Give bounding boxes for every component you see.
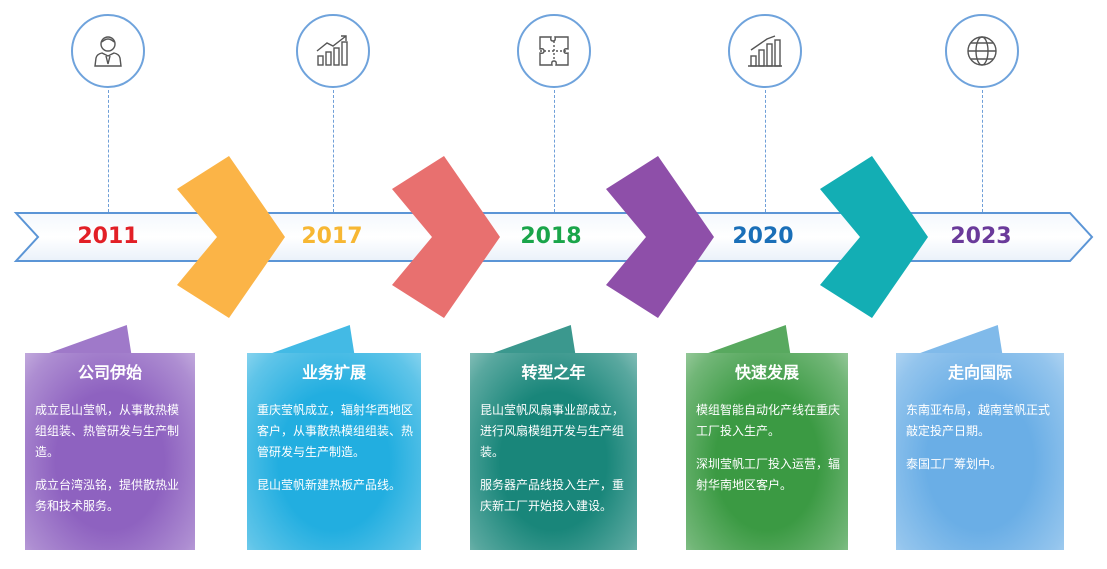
card-paragraph: 昆山莹帆风扇事业部成立，进行风扇模组开发与生产组装。	[480, 403, 625, 459]
dashed-connector	[554, 90, 555, 212]
year-label: 2023	[950, 224, 1012, 249]
chevron-group	[177, 156, 928, 318]
card-title: 快速发展	[734, 363, 799, 382]
year-label: 2017	[301, 224, 363, 249]
chevron-arrow-1	[177, 156, 285, 318]
dashed-connector	[982, 90, 983, 212]
dashed-connector	[765, 90, 766, 212]
milestone-card: 走向国际东南亚布局，越南莹帆正式敲定投产日期。泰国工厂筹划中。	[896, 325, 1064, 550]
businessman-icon	[71, 14, 145, 88]
dashed-connector	[108, 90, 109, 212]
card-paragraph: 服务器产品线投入生产，重庆新工厂开始投入建设。	[480, 478, 625, 513]
dashed-connector	[333, 90, 334, 212]
card-paragraph: 重庆莹帆成立，辐射华西地区客户，从事散热模组组装、热管研发与生产制造。	[257, 403, 414, 459]
card-paragraph: 深圳莹帆工厂投入运营，辐射华南地区客户。	[696, 457, 841, 492]
milestone-card: 公司伊始成立昆山莹帆，从事散热模组组装、热管研发与生产制造。成立台湾泓铭，提供散…	[25, 325, 195, 550]
milestone-card: 快速发展模组智能自动化产线在重庆工厂投入生产。深圳莹帆工厂投入运营，辐射华南地区…	[686, 325, 848, 550]
card-title: 公司伊始	[77, 363, 142, 382]
card-body: 东南亚布局，越南莹帆正式敲定投产日期。泰国工厂筹划中。	[906, 400, 1056, 487]
card-title: 业务扩展	[301, 363, 366, 382]
year-label: 2011	[77, 224, 139, 249]
card-title: 走向国际	[947, 363, 1012, 382]
card-body: 重庆莹帆成立，辐射华西地区客户，从事散热模组组装、热管研发与生产制造。昆山莹帆新…	[257, 400, 413, 508]
card-paragraph: 成立台湾泓铭，提供散热业务和技术服务。	[35, 478, 180, 513]
card-paragraph: 泰国工厂筹划中。	[906, 457, 1003, 471]
card-paragraph: 昆山莹帆新建热板产品线。	[257, 478, 402, 492]
card-paragraph: 成立昆山莹帆，从事散热模组组装、热管研发与生产制造。	[35, 403, 180, 459]
bar-chart-icon	[728, 14, 802, 88]
card-body: 模组智能自动化产线在重庆工厂投入生产。深圳莹帆工厂投入运营，辐射华南地区客户。	[696, 400, 840, 508]
card-body: 昆山莹帆风扇事业部成立，进行风扇模组开发与生产组装。服务器产品线投入生产，重庆新…	[480, 400, 629, 529]
card-body: 成立昆山莹帆，从事散热模组组装、热管研发与生产制造。成立台湾泓铭，提供散热业务和…	[35, 400, 187, 529]
puzzle-icon	[517, 14, 591, 88]
chevron-arrow-4	[820, 156, 928, 318]
growth-chart-icon	[296, 14, 370, 88]
card-paragraph: 模组智能自动化产线在重庆工厂投入生产。	[696, 403, 841, 438]
year-label: 2018	[520, 224, 582, 249]
milestone-card: 转型之年昆山莹帆风扇事业部成立，进行风扇模组开发与生产组装。服务器产品线投入生产…	[470, 325, 637, 550]
chevron-arrow-2	[392, 156, 500, 318]
year-label: 2020	[732, 224, 794, 249]
chevron-arrow-3	[606, 156, 714, 318]
card-title: 转型之年	[521, 363, 586, 382]
timeline-arrow-band	[13, 212, 1094, 262]
card-paragraph: 东南亚布局，越南莹帆正式敲定投产日期。	[906, 403, 1051, 438]
milestone-card: 业务扩展重庆莹帆成立，辐射华西地区客户，从事散热模组组装、热管研发与生产制造。昆…	[247, 325, 421, 550]
globe-icon	[945, 14, 1019, 88]
